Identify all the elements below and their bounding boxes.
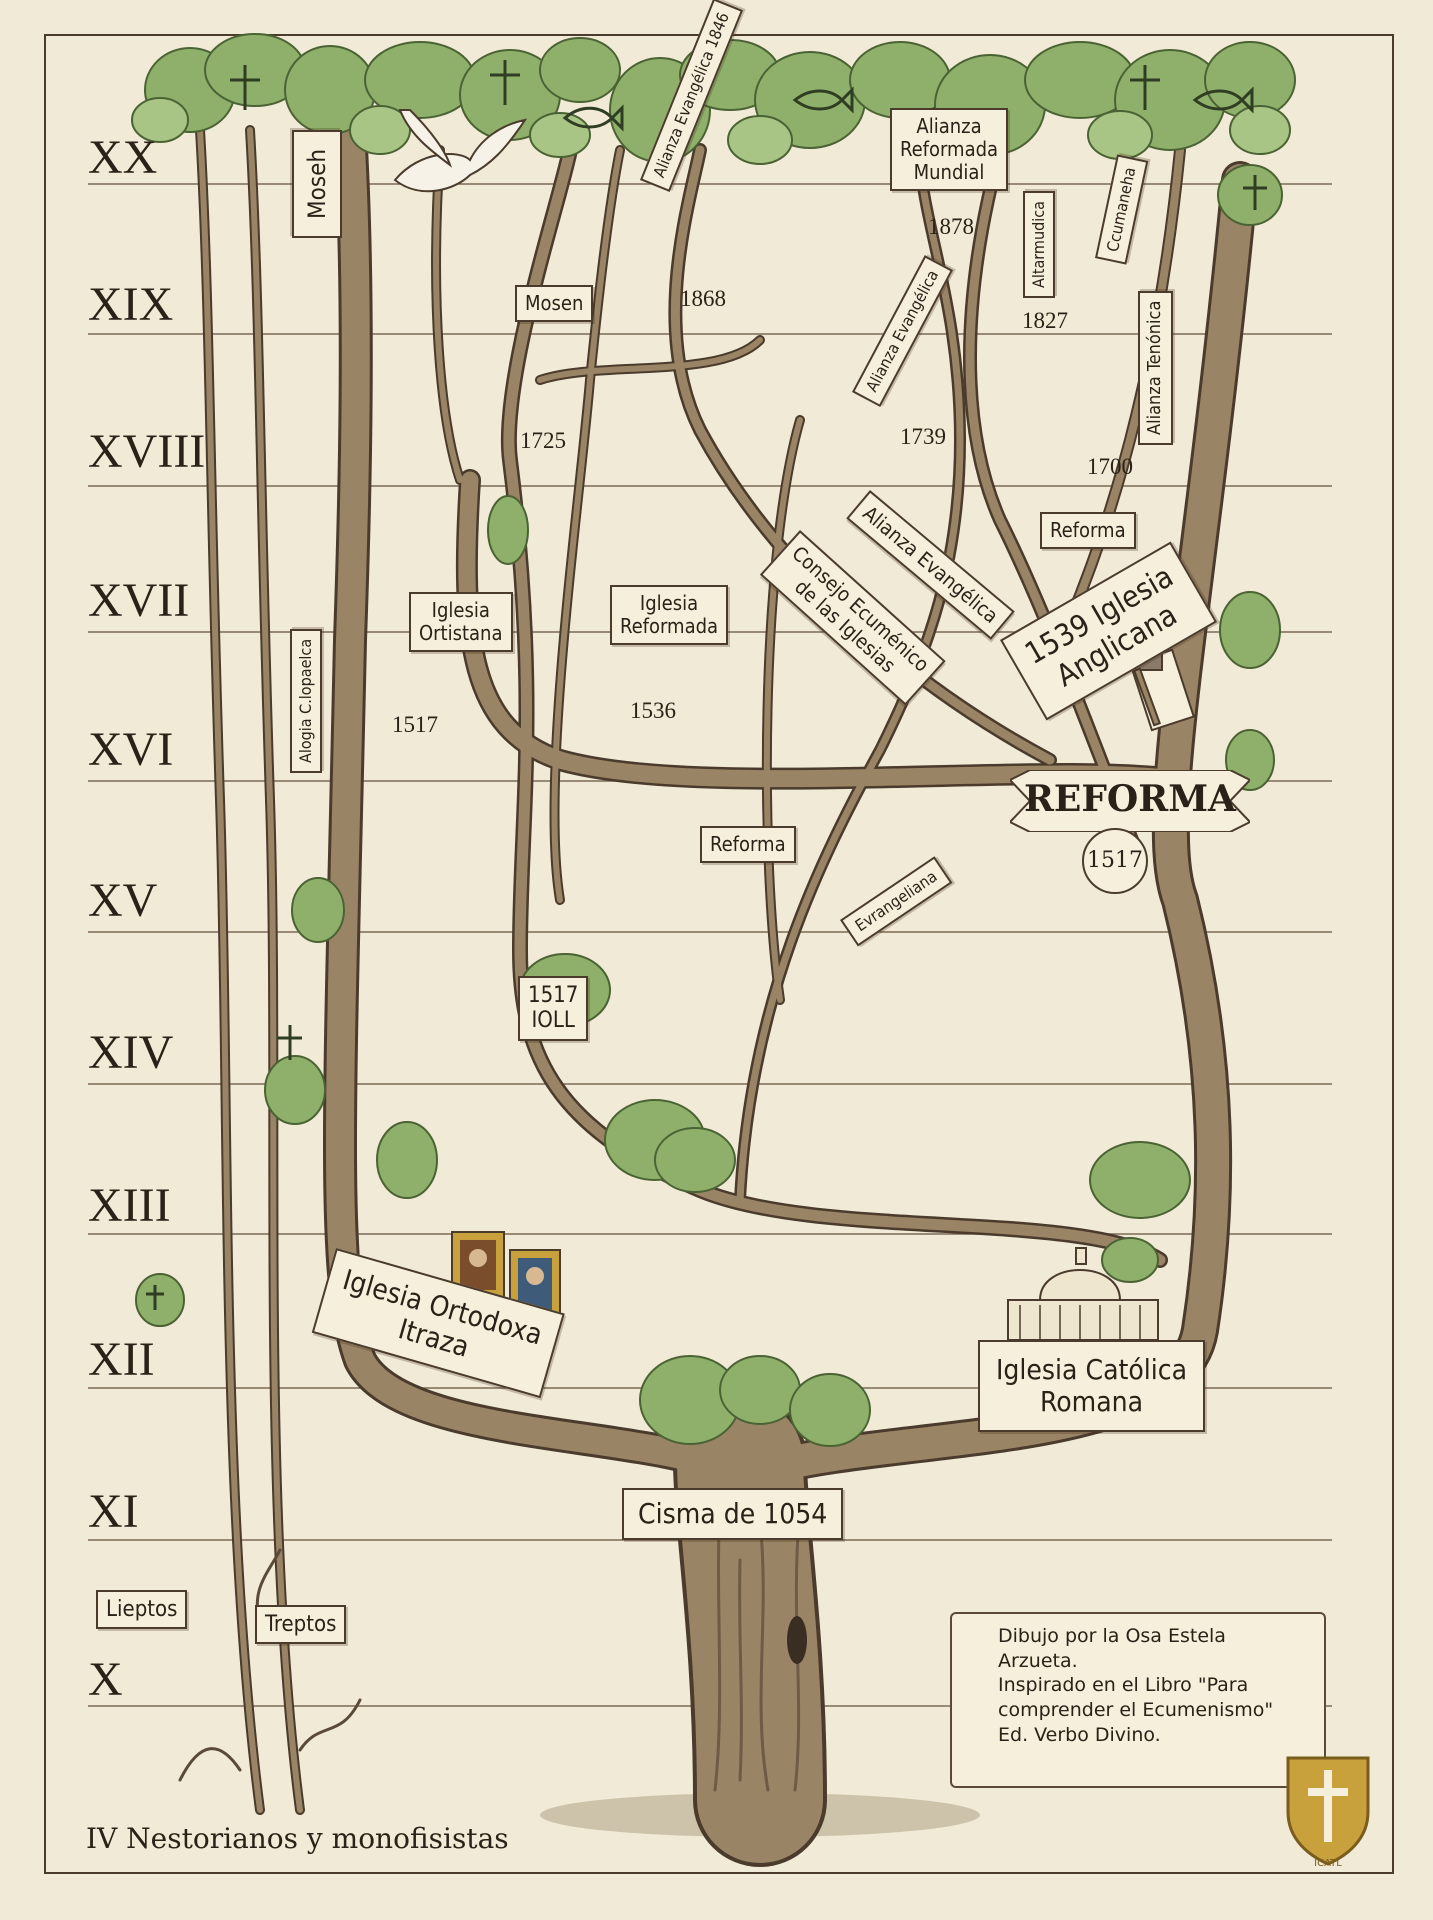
label-mosen: Mosen [515, 285, 594, 322]
century-label-xvi: XVI [88, 723, 174, 776]
basilica-icon [1007, 1247, 1159, 1341]
dove-icon [393, 109, 528, 193]
year-1700: 1700 [1087, 454, 1133, 479]
year-1739: 1739 [900, 424, 946, 449]
label-lieptos: Lieptos [96, 1590, 188, 1630]
label-treptos: Treptos [255, 1605, 347, 1645]
century-label-xviii: XVIII [88, 425, 206, 478]
century-label-xiii: XIII [88, 1179, 171, 1232]
canopy-symbols [146, 60, 1267, 1310]
year-1868: 1868 [680, 286, 726, 311]
label-moseh: Moseh [292, 130, 342, 238]
emblem-text: ICATL [1314, 1858, 1342, 1869]
label-altarmudica: Altarmudica [1023, 191, 1056, 298]
year-1536: 1536 [630, 698, 676, 723]
label-reforma-main: REFORMA [1024, 778, 1236, 820]
century-label-xi: XI [88, 1485, 139, 1538]
shield-emblem-icon [1286, 1756, 1370, 1866]
label-alogia: Alogia C.lopaelca [290, 628, 323, 773]
century-label-xx: XX [88, 131, 158, 184]
century-label-x: X [88, 1653, 123, 1706]
foliage-canopy [131, 33, 1296, 1447]
bottom-note: IV Nestorianos y monofisistas [86, 1822, 509, 1855]
label-alianza-reformada-mundial: Alianza Reformada Mundial [890, 108, 1009, 191]
label-alianza-tenonica: Alianza Tenónica [1138, 290, 1173, 445]
label-reforma-small: Reforma [1040, 512, 1136, 549]
label-iglesia-ortistana: Iglesia Ortistana [409, 592, 513, 652]
reforma-ribbon [1010, 770, 1250, 832]
century-label-xv: XV [88, 874, 158, 927]
century-label-xix: XIX [88, 278, 174, 331]
credit-scroll [950, 1612, 1326, 1788]
year-1517: 1517 [392, 712, 438, 737]
credit-text: Dibujo por la Osa Estela Arzueta. Inspir… [998, 1625, 1274, 1746]
branches [178, 113, 1259, 1867]
label-ioll: 1517 IOLL [518, 976, 589, 1041]
label-iglesia-catolica: Iglesia Católica Romana [978, 1340, 1206, 1433]
label-cisma-1054: Cisma de 1054 [622, 1488, 844, 1541]
label-iglesia-reformada: Iglesia Reformada [610, 585, 729, 645]
year-1878: 1878 [928, 214, 974, 239]
century-label-xvii: XVII [88, 574, 190, 627]
label-reforma-mid: Reforma [700, 826, 796, 863]
century-label-xii: XII [88, 1333, 155, 1386]
year-1725: 1725 [520, 428, 566, 453]
century-label-xiv: XIV [88, 1026, 174, 1079]
reforma-year-badge: 1517 [1082, 828, 1148, 894]
year-1827: 1827 [1022, 308, 1068, 333]
